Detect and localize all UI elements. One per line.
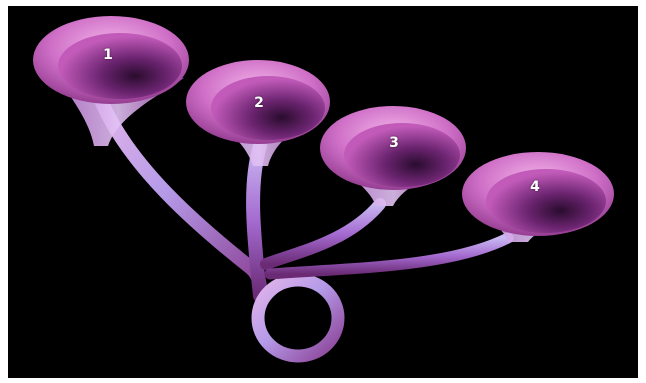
horn-2: [186, 60, 330, 166]
illustration-frame: 1 2 3 4: [8, 6, 638, 378]
horn-4: [462, 152, 614, 242]
horn-label-4: 4: [530, 180, 540, 194]
horn-label-2: 2: [254, 96, 264, 110]
horn-3: [320, 106, 466, 206]
horn-1: [33, 16, 189, 146]
horn-label-1: 1: [103, 48, 113, 62]
tube-2: [253, 146, 260, 296]
tube-3: [266, 204, 380, 264]
horn-label-3: 3: [389, 136, 399, 150]
tube-loop: [258, 280, 338, 356]
